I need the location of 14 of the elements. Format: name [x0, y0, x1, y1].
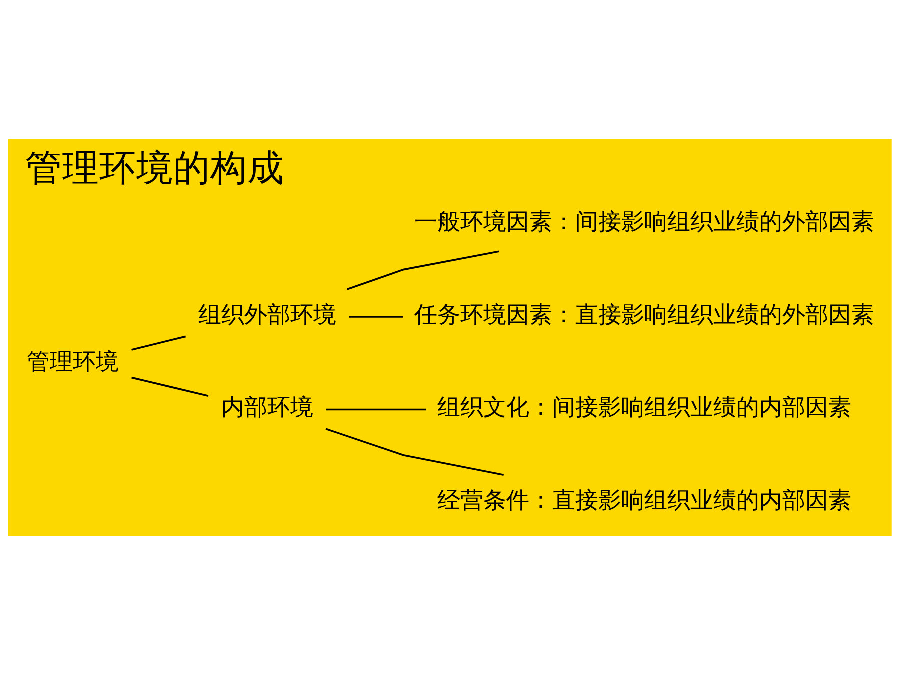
connector [132, 336, 186, 351]
node-text: 一般环境因素：间接影响组织业绩的外部因素 [414, 210, 875, 236]
node-text: 组织外部环境 [198, 302, 336, 328]
diagram-title: 管理环境的构成 [25, 146, 284, 190]
node-text: 组织文化：间接影响组织业绩的内部因素 [438, 395, 852, 422]
connector [326, 408, 426, 411]
connector [349, 316, 404, 318]
connector [347, 250, 500, 290]
node-text: 管理环境 [26, 349, 119, 376]
connector [132, 376, 209, 397]
connector [326, 428, 504, 476]
node-text: 经营条件：直接影响组织业绩的内部因素 [438, 488, 852, 514]
node-text: 任务环境因素：直接影响组织业绩的外部因素 [414, 302, 875, 328]
node-text: 内部环境 [221, 395, 314, 422]
